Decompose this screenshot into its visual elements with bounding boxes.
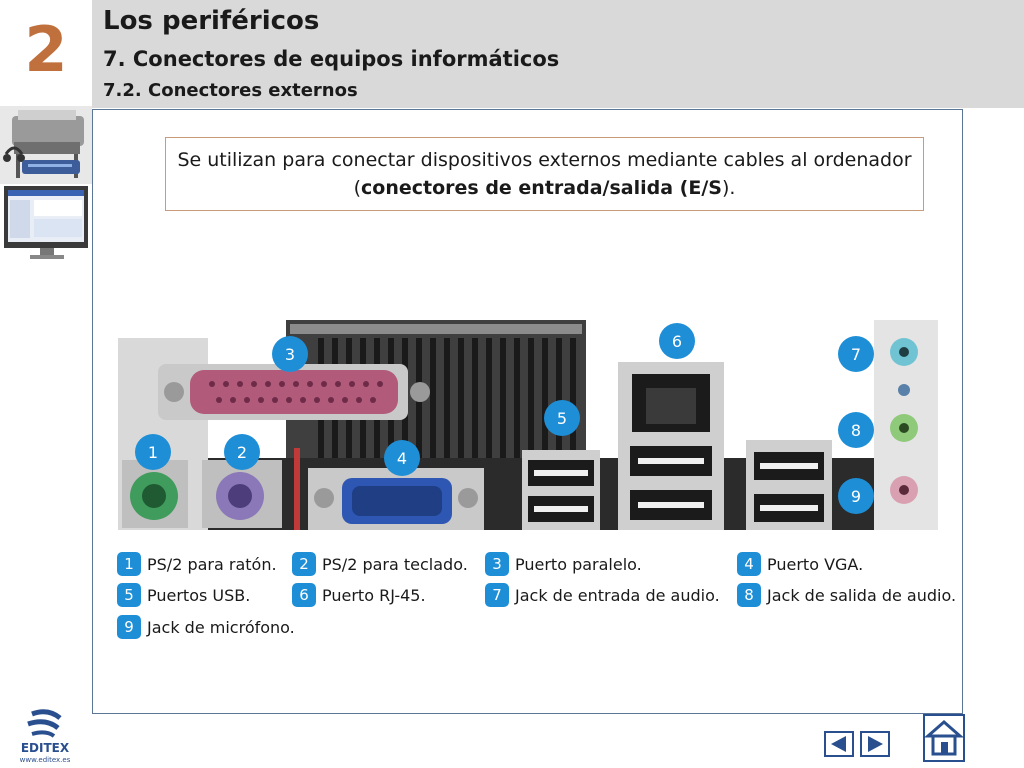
usb-ports-right [746,440,832,530]
legend-label: Puerto VGA. [767,554,864,574]
photo-badge-9: 9 [838,478,874,514]
page-title: Los periféricos [103,6,320,36]
peripherals-thumbnail [0,106,92,260]
legend-item-6: 6 Puerto RJ-45. [292,583,426,607]
svg-text:www.editex.es: www.editex.es [20,756,71,764]
photo-badge-1: 1 [135,434,171,470]
intro-text-end: ). [721,177,736,199]
legend-number: 3 [485,552,509,576]
svg-text:4: 4 [397,449,407,468]
svg-text:EDITEX: EDITEX [21,741,70,755]
legend-number: 4 [737,552,761,576]
section-title: 7.2. Conectores externos [103,80,358,101]
triangle-right-icon [868,736,883,752]
previous-button[interactable] [824,731,854,757]
legend-item-2: 2 PS/2 para teclado. [292,552,468,576]
ps2-mouse-port [122,460,188,528]
photo-badge-2: 2 [224,434,260,470]
intro-text-bold: conectores de entrada/salida (E/S [361,177,722,199]
legend-label: PS/2 para teclado. [322,554,468,574]
svg-text:6: 6 [672,332,682,351]
photo-badge-7: 7 [838,336,874,372]
svg-text:5: 5 [557,409,567,428]
photo-badge-6: 6 [659,323,695,359]
svg-text:9: 9 [851,487,861,506]
legend-item-9: 9 Jack de micrófono. [117,615,295,639]
legend-label: Puerto RJ-45. [322,585,426,605]
intro-text-box: Se utilizan para conectar dispositivos e… [165,137,924,211]
audio-jacks-panel [874,320,938,530]
legend-number: 5 [117,583,141,607]
home-icon [924,720,964,756]
svg-text:2: 2 [237,443,247,462]
legend-label: Puerto paralelo. [515,554,642,574]
photo-badge-3: 3 [272,336,308,372]
triangle-left-icon [831,736,846,752]
home-button[interactable] [923,714,965,762]
intro-text: Se utilizan para conectar dispositivos e… [177,149,912,199]
legend-number: 1 [117,552,141,576]
legend-number: 2 [292,552,316,576]
header-band [92,0,1024,108]
legend-label: Puertos USB. [147,585,251,605]
router-icon [22,160,80,174]
headset-icon [3,146,25,162]
rj45-usb-block [618,362,724,530]
legend-item-3: 3 Puerto paralelo. [485,552,642,576]
legend-label: Jack de salida de audio. [767,585,957,605]
svg-text:1: 1 [148,443,158,462]
legend-number: 6 [292,583,316,607]
rear-panel-connectors-image: 1 2 3 4 5 6 7 8 9 [118,318,938,530]
svg-text:3: 3 [285,345,295,364]
legend-item-8: 8 Jack de salida de audio. [737,583,956,607]
legend-number: 9 [117,615,141,639]
legend-label: Jack de entrada de audio. [515,585,720,605]
svg-text:7: 7 [851,345,861,364]
legend-label: Jack de micrófono. [147,617,295,637]
page-subtitle: 7. Conectores de equipos informáticos [103,47,560,71]
parallel-port [158,364,430,420]
ps2-keyboard-port [202,460,282,528]
legend-label: PS/2 para ratón. [147,554,277,574]
photo-badge-5: 5 [544,400,580,436]
legend-number: 8 [737,583,761,607]
vga-port [308,468,484,530]
legend-item-5: 5 Puertos USB. [117,583,250,607]
photo-badge-8: 8 [838,412,874,448]
next-button[interactable] [860,731,890,757]
monitor-icon [4,186,88,259]
photo-badge-4: 4 [384,440,420,476]
chapter-number: 2 [24,13,68,86]
editex-logo: EDITEX www.editex.es [20,709,71,764]
usb-ports-left [522,450,600,530]
legend-item-4: 4 Puerto VGA. [737,552,863,576]
svg-text:8: 8 [851,421,861,440]
legend-item-7: 7 Jack de entrada de audio. [485,583,720,607]
legend-item-1: 1 PS/2 para ratón. [117,552,277,576]
legend-number: 7 [485,583,509,607]
